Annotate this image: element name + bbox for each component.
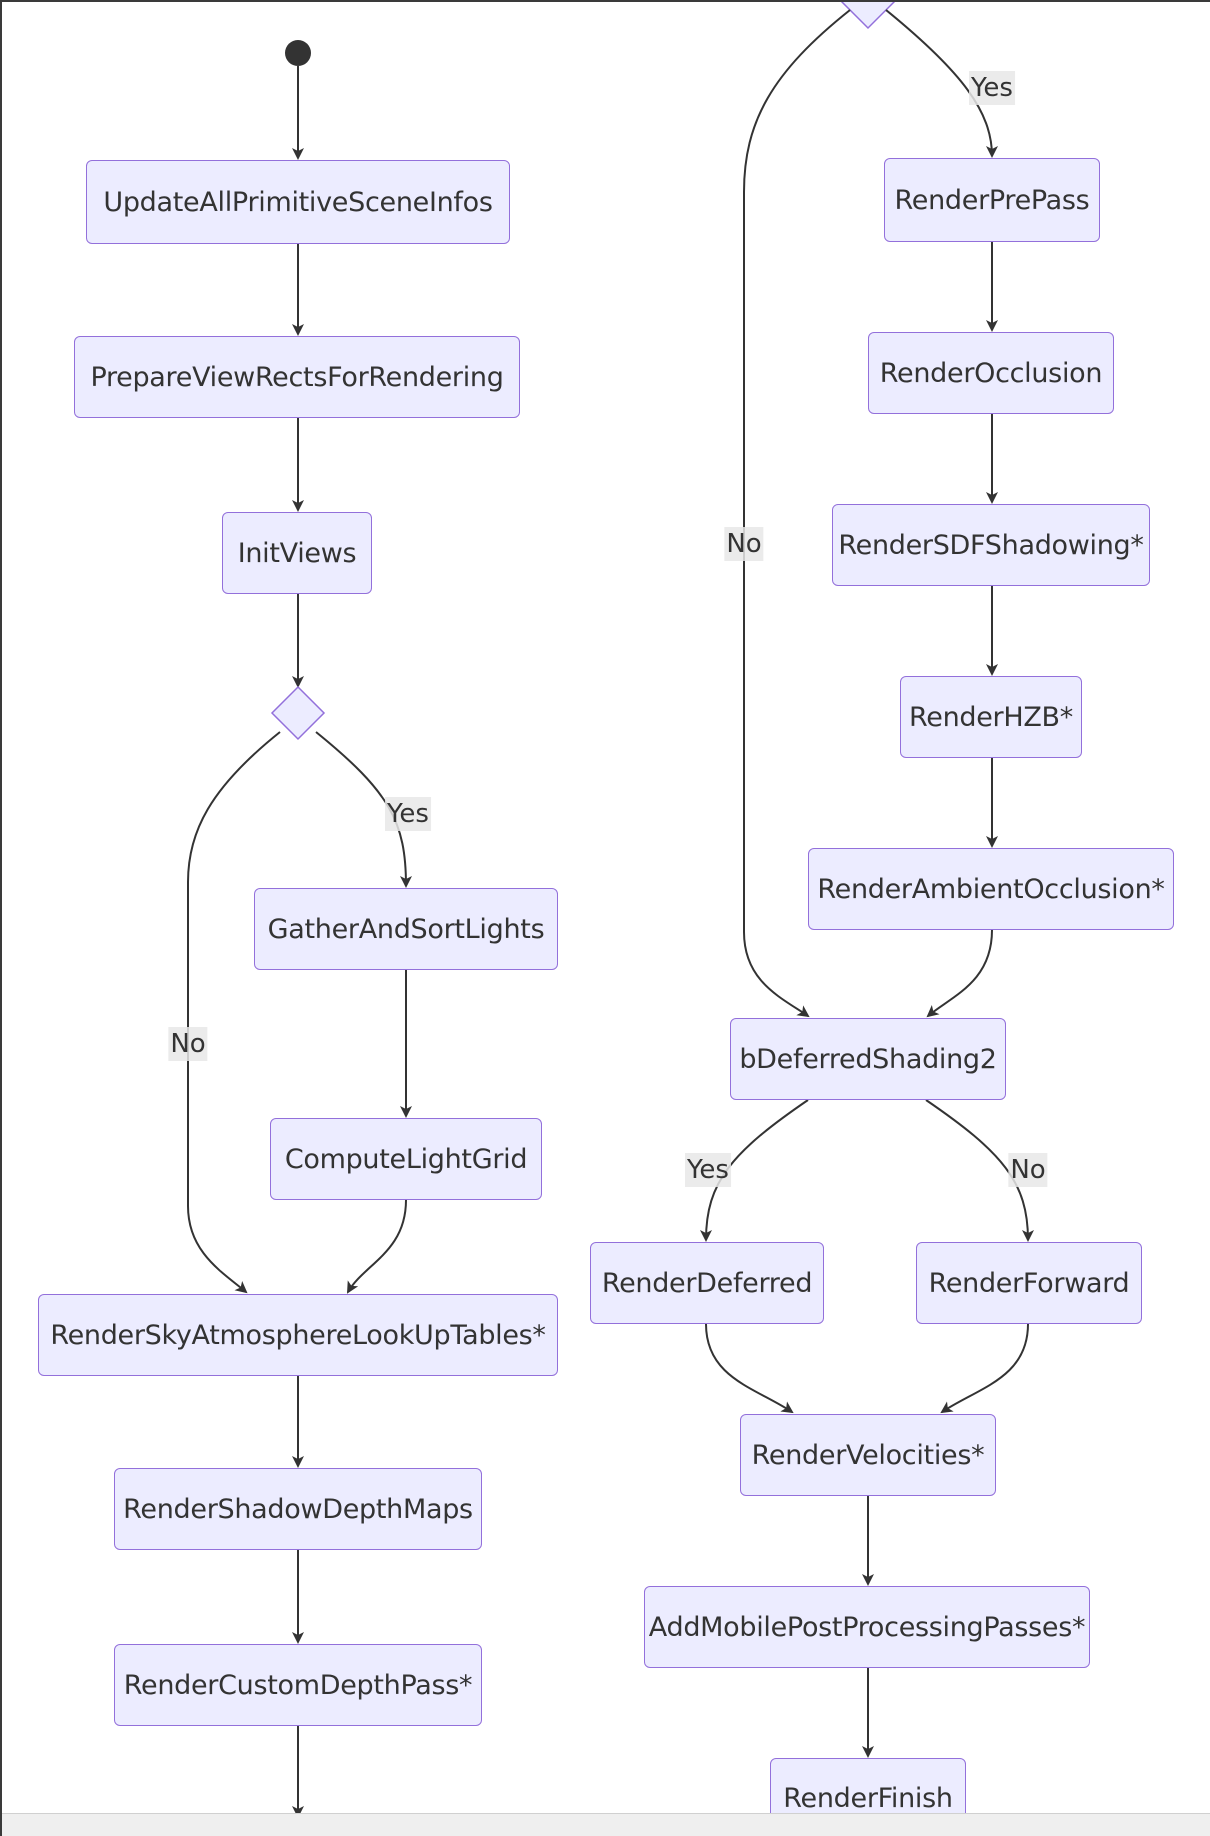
node-b-deferred-shading-2[interactable]: bDeferredShading2 [730,1018,1006,1100]
edge-forward-to-velocities [940,1323,1029,1414]
node-render-pre-pass[interactable]: RenderPrePass [884,158,1100,242]
edge-compute-to-sky [347,1199,407,1294]
edge-label-deferred-yes: Yes [685,1153,731,1187]
node-render-deferred[interactable]: RenderDeferred [590,1242,824,1324]
edge-deferred2-no-to-forward [925,1099,1034,1242]
decision-diamond-bottom [278,1816,318,1836]
node-render-shadow-depth-maps[interactable]: RenderShadowDepthMaps [114,1468,482,1550]
node-render-forward[interactable]: RenderForward [916,1242,1142,1324]
node-update-all-primitive-scene-infos[interactable]: UpdateAllPrimitiveSceneInfos [86,160,510,244]
node-render-hzb[interactable]: RenderHZB* [900,676,1082,758]
node-render-velocities[interactable]: RenderVelocities* [740,1414,996,1496]
node-compute-light-grid[interactable]: ComputeLightGrid [270,1118,542,1200]
node-render-custom-depth-pass[interactable]: RenderCustomDepthPass* [114,1644,482,1726]
edge-label-right-top-yes: Yes [969,71,1015,105]
decision-diamond-left [270,685,326,741]
edge-label-deferred-no: No [1008,1153,1048,1187]
node-add-mobile-post-processing-passes[interactable]: AddMobilePostProcessingPasses* [644,1586,1090,1668]
node-gather-and-sort-lights[interactable]: GatherAndSortLights [254,888,558,970]
start-node [285,40,311,66]
node-render-occlusion[interactable]: RenderOcclusion [868,332,1114,414]
edge-ao-to-deferred2 [926,929,993,1018]
edge-label-left-yes: Yes [385,797,431,831]
edge-label-right-top-no: No [724,527,764,561]
edge-top-decision-no-to-deferred2 [743,9,851,1018]
edge-decision-no-to-sky [187,731,281,1294]
node-render-ambient-occlusion[interactable]: RenderAmbientOcclusion* [808,848,1174,930]
edge-deferred-to-velocities [705,1323,794,1414]
edge-top-decision-yes-to-prepass [885,9,998,158]
node-render-sdf-shadowing[interactable]: RenderSDFShadowing* [832,504,1150,586]
node-init-views[interactable]: InitViews [222,512,372,594]
edge-label-left-no: No [168,1027,208,1061]
node-render-sky-atmosphere-lookup-tables[interactable]: RenderSkyAtmosphereLookUpTables* [38,1294,558,1376]
decision-diamond-right-top [840,2,896,30]
node-render-finish[interactable]: RenderFinish [770,1758,966,1836]
node-prepare-view-rects-for-rendering[interactable]: PrepareViewRectsForRendering [74,336,520,418]
